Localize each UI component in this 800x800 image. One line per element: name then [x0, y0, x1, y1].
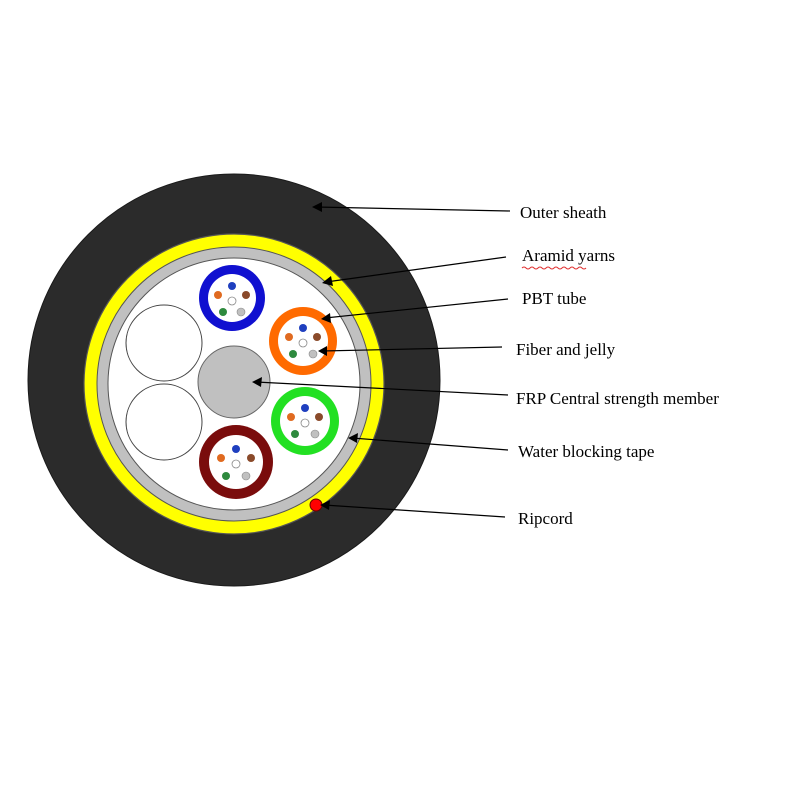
pbt-tube-orange [269, 307, 337, 375]
label-frp-central-strength-member: FRP Central strength member [516, 389, 719, 408]
leader-outer-sheath [315, 206, 511, 212]
label-fiber-and-jelly: Fiber and jelly [516, 340, 616, 359]
label-pbt-tube: PBT tube [522, 289, 586, 308]
leader-pbt-tube [324, 298, 509, 319]
arrowhead-outer-sheath [312, 202, 322, 212]
spellcheck-underline [521, 266, 587, 270]
arrowhead-ripcord [320, 500, 330, 510]
leader-ripcord [323, 504, 506, 518]
leader-lines [252, 202, 511, 518]
pbt-tube-blue [199, 265, 265, 331]
arrowhead-fiber-and-jelly [318, 346, 327, 356]
label-ripcord: Ripcord [518, 509, 573, 528]
filler-rod-upper [125, 304, 203, 382]
label-water-blocking-tape: Water blocking tape [518, 442, 654, 461]
arrowhead-pbt-tube [321, 313, 331, 323]
arrowhead-aramid-yarns [322, 276, 333, 286]
arrowhead-frp-central [252, 377, 262, 387]
label-aramid-yarns: Aramid yarns [522, 246, 615, 265]
pbt-tube-green [271, 387, 339, 455]
leader-fiber-and-jelly [321, 346, 503, 352]
leader-water-blocking-tape [351, 437, 509, 451]
filler-rod-lower [125, 383, 203, 461]
leader-frp-central [255, 381, 509, 396]
arrowhead-water-blocking-tape [348, 433, 358, 443]
frp-central-strength-member [197, 345, 271, 419]
leader-aramid-yarns [325, 256, 507, 283]
label-outer-sheath: Outer sheath [520, 203, 607, 222]
pbt-tube-brown [199, 425, 273, 499]
